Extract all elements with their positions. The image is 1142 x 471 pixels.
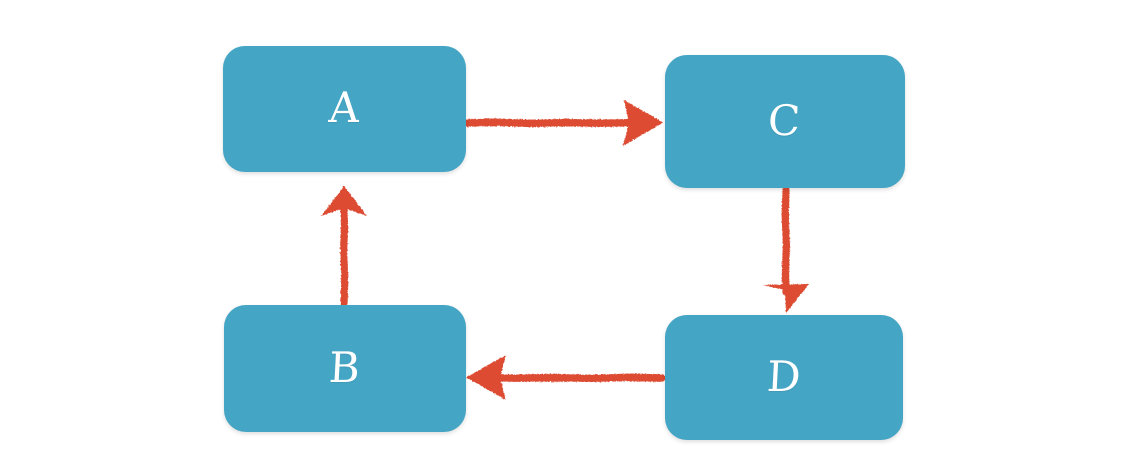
node-d-label: D [765,351,803,401]
arrow-c-to-d [763,186,809,313]
arrow-a-to-c [464,100,663,146]
node-c[interactable]: C [665,55,905,188]
node-c-label: C [767,95,803,145]
node-d[interactable]: D [665,315,903,440]
arrow-b-to-a [321,186,367,307]
node-b[interactable]: B [224,305,466,432]
node-b-label: B [327,342,363,392]
arrow-d-to-b [466,355,666,400]
node-a-label: A [327,83,362,132]
node-a[interactable]: A [223,46,466,172]
